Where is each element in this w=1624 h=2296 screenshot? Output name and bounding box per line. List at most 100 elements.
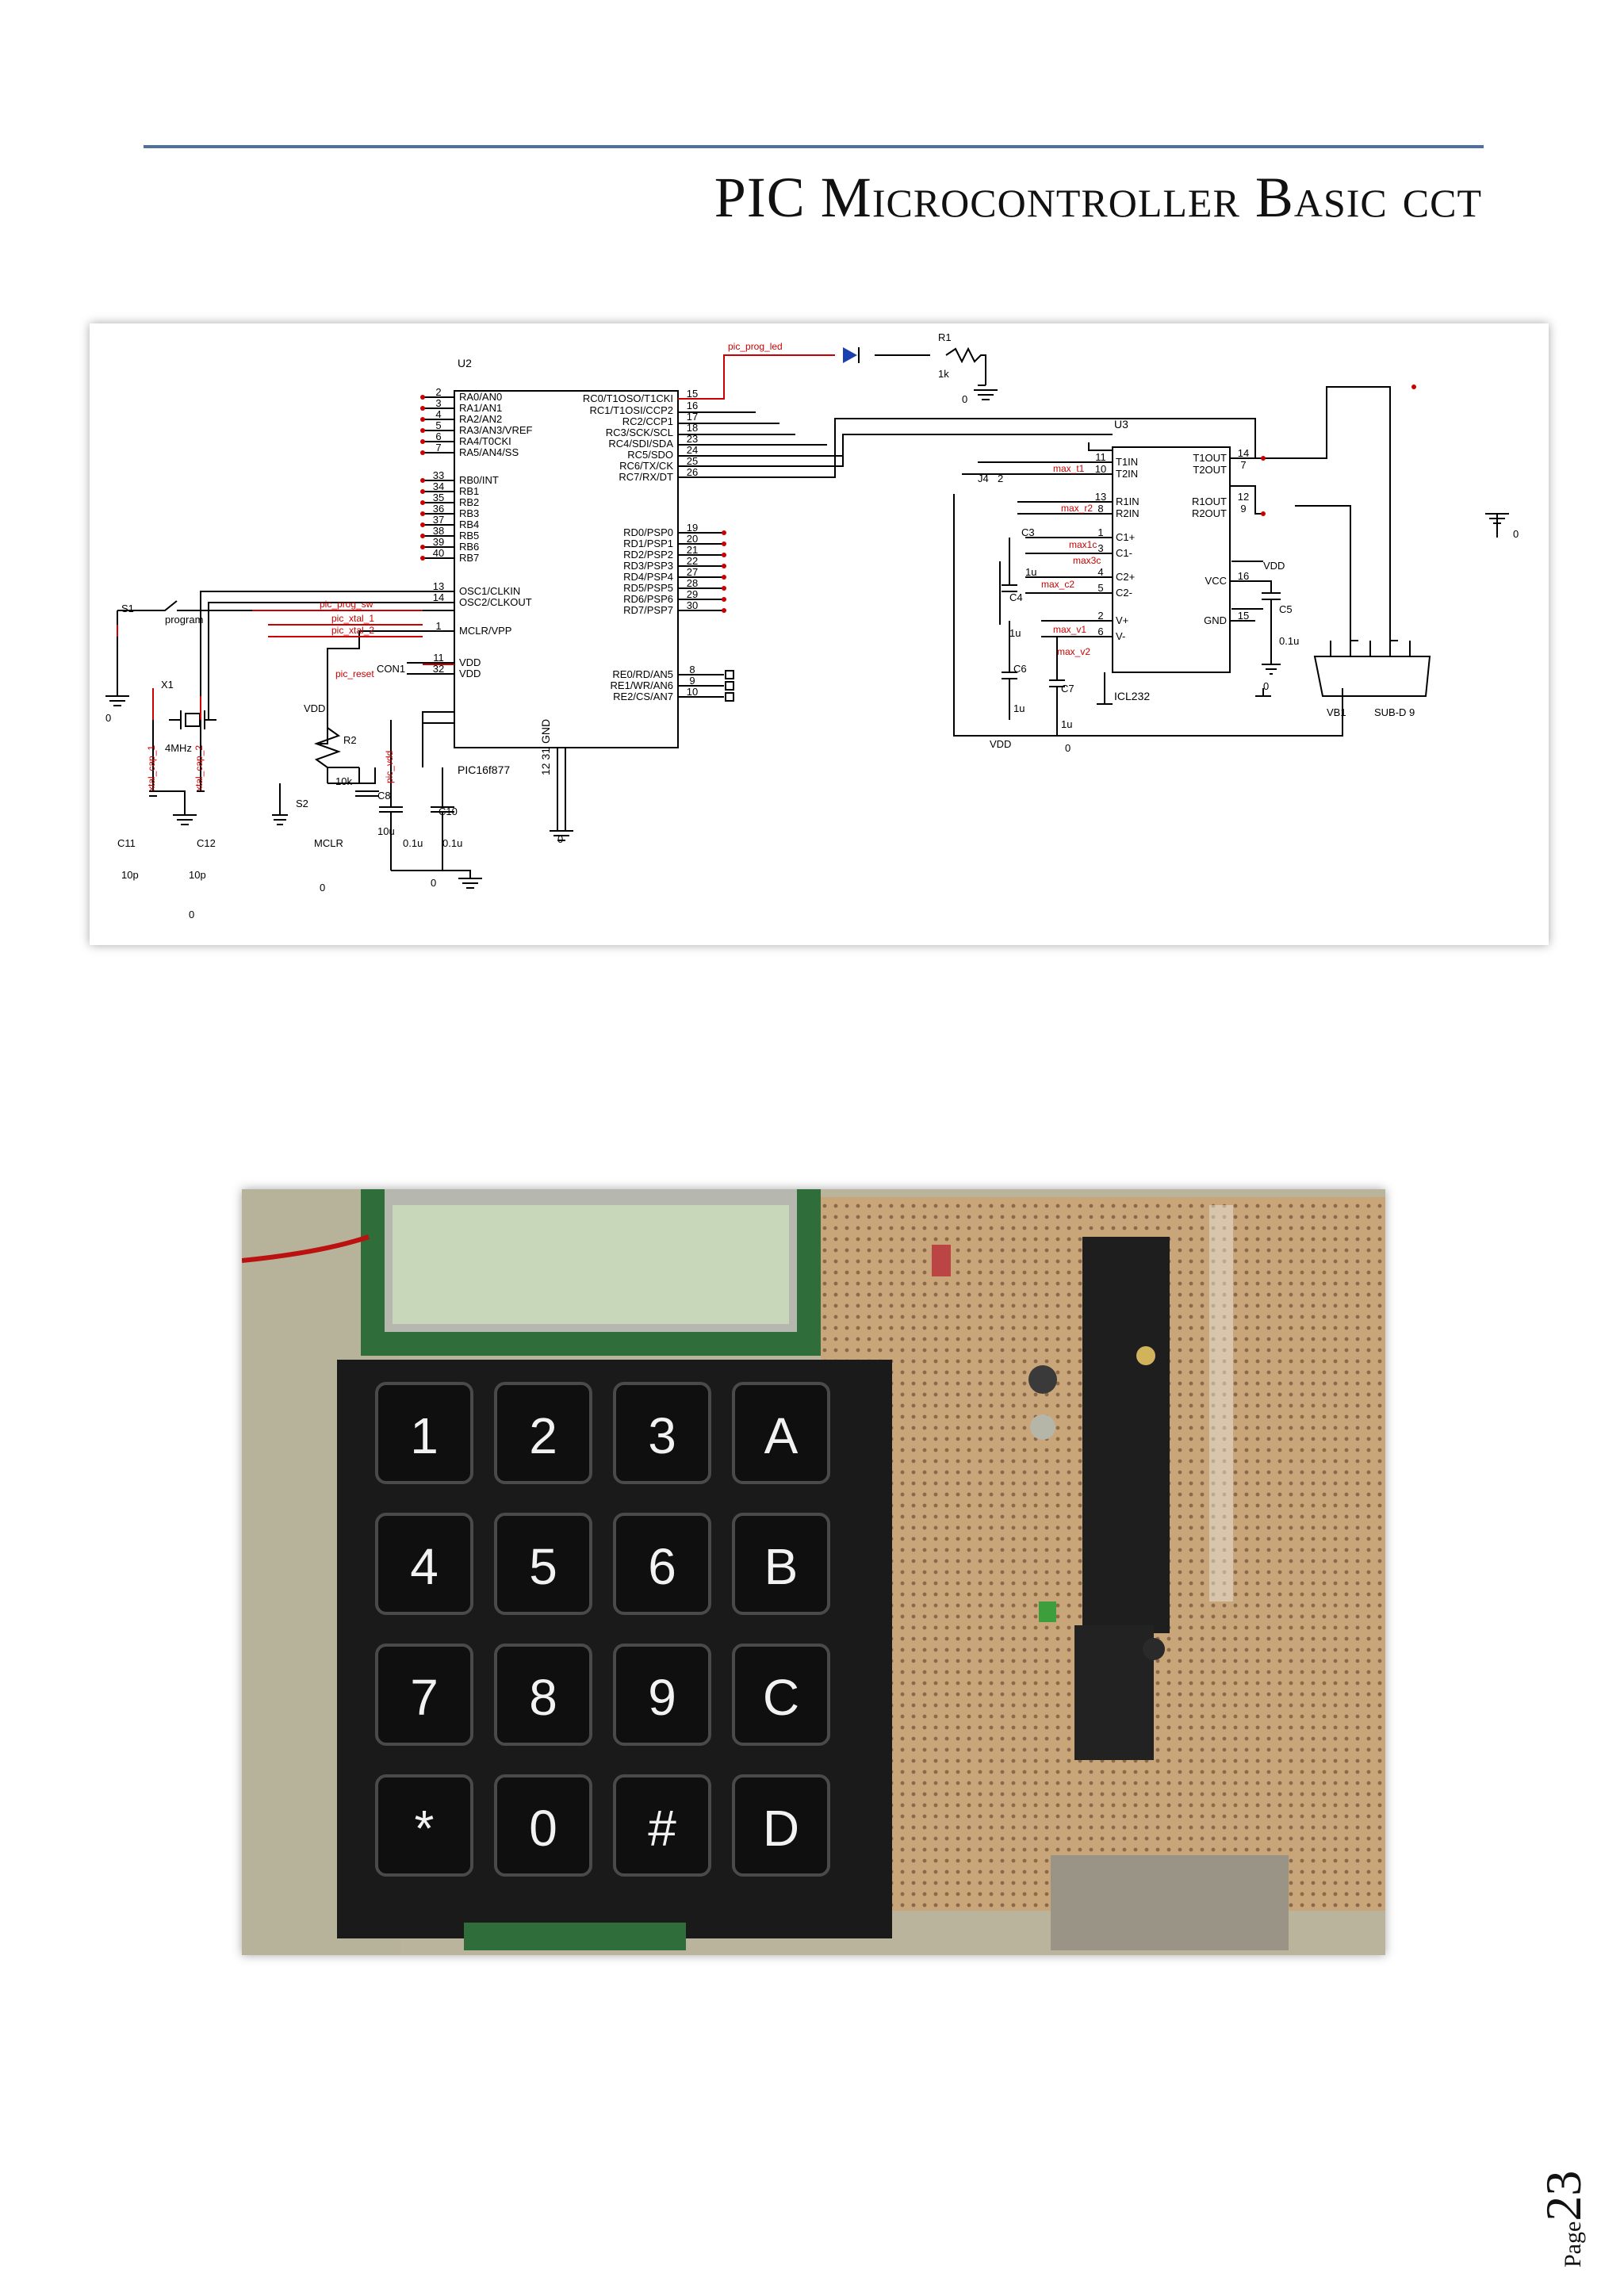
u3-pin-number: 5 <box>1097 582 1103 594</box>
keypad-key <box>375 1774 473 1877</box>
r1-value: 1k <box>938 368 949 380</box>
page-number: Page23 <box>1534 2093 1591 2267</box>
u2-pin-number: 14 <box>433 591 444 603</box>
c5-value: 0.1u <box>1279 635 1299 647</box>
keypad-key <box>732 1382 830 1484</box>
u2-pin-number: 24 <box>687 444 698 456</box>
u2-pin-name: RD5/PSP5 <box>623 582 673 594</box>
net-xcap2: xtal_cap_2 <box>193 745 205 791</box>
u2-pin-number: 3 <box>435 397 441 409</box>
gnd-zero-5: 0 <box>189 909 194 920</box>
u2-pin-number: 20 <box>687 533 698 545</box>
u2-pin-number: 4 <box>435 408 441 420</box>
keypad-key <box>613 1774 711 1877</box>
u2-pin-number: 16 <box>687 400 698 411</box>
u2-pin-name: RB7 <box>459 552 479 564</box>
u3-pin-name: R1IN <box>1116 496 1139 507</box>
c12-value: 10p <box>189 869 206 881</box>
u2-pin-name: OSC2/CLKOUT <box>459 596 532 608</box>
u2-pin-name: OSC1/CLKIN <box>459 585 520 597</box>
led-symbol <box>843 347 860 363</box>
j4-pin: 2 <box>998 473 1003 484</box>
u3-pin-number: 4 <box>1097 566 1103 578</box>
u2-pin-number: 9 <box>689 675 695 687</box>
u2-pin-name: RB5 <box>459 530 479 541</box>
lcd-screen <box>393 1205 789 1324</box>
u3-part-label: ICL232 <box>1114 690 1150 702</box>
u2-pin-number: 23 <box>687 433 698 445</box>
keypad-key <box>494 1644 592 1746</box>
u3-pin-number: 15 <box>1238 610 1249 622</box>
u2-pin-number: 32 <box>433 663 444 675</box>
u2-pin-number: 29 <box>687 588 698 600</box>
u2-pin-name: RB4 <box>459 519 479 530</box>
u2-pin-number: 1 <box>435 620 441 632</box>
x1-value: 4MHz <box>165 742 192 754</box>
net-max-r2: max_r2 <box>1061 503 1093 514</box>
page-digits: 23 <box>1535 2170 1591 2221</box>
u2-pin-name: RB3 <box>459 507 479 519</box>
x1-label: X1 <box>161 679 174 691</box>
keypad-key <box>732 1513 830 1615</box>
u2-pin-number: 39 <box>433 536 444 548</box>
u2-pin-number: 37 <box>433 514 444 526</box>
title-rest: Microcontroller Basic cct <box>820 166 1482 229</box>
u2-pin-number: 33 <box>433 469 444 481</box>
u3-pin-name: C2+ <box>1116 571 1135 583</box>
u3-pin-number: 13 <box>1095 491 1106 503</box>
u2-pin-number: 17 <box>687 411 698 423</box>
keypad-key-label: 5 <box>529 1538 557 1595</box>
u2-pin-name: RA1/AN1 <box>459 402 502 414</box>
keypad-key <box>494 1513 592 1615</box>
keypad-key <box>613 1644 711 1746</box>
u2-pin-name: RD7/PSP7 <box>623 604 673 616</box>
u2-right-pin-labels: 15RC0/T1OSO/T1CKI16RC1/T1OSI/CCP217RC2/C… <box>583 388 698 702</box>
keypad-key-label: # <box>648 1800 676 1857</box>
r2-label: R2 <box>343 734 357 746</box>
net-max1c: max1c <box>1069 539 1097 550</box>
db9-connector <box>1051 1855 1289 1950</box>
gnd-zero-9: 0 <box>1513 528 1519 540</box>
u2-pin-name: RD1/PSP1 <box>623 538 673 549</box>
c8-label: C8 <box>377 790 391 802</box>
u2-pin-name: RA3/AN3/VREF <box>459 424 533 436</box>
u3-pin-name: T1IN <box>1116 456 1138 468</box>
green-led <box>1039 1601 1056 1622</box>
u3-pin-number: 9 <box>1240 503 1246 515</box>
keypad-key <box>494 1382 592 1484</box>
u2-pin-name: RC1/T1OSI/CCP2 <box>590 404 673 416</box>
c3-value: 1u <box>1025 566 1036 578</box>
u2-pin-name: RB6 <box>459 541 479 553</box>
u2-pin-number: 10 <box>687 686 698 698</box>
u3-pin-name: R2IN <box>1116 507 1139 519</box>
keypad-key-label: 6 <box>648 1538 676 1595</box>
u3-pin-number: 3 <box>1097 542 1103 554</box>
net-reset: pic_reset <box>335 668 374 679</box>
u2-pin-number: 11 <box>433 652 444 664</box>
u2-pin-name: RB2 <box>459 496 479 508</box>
vdd-label-2: VDD <box>990 738 1011 750</box>
u2-pin-name: VDD <box>459 668 481 679</box>
u2-pin-number: 8 <box>689 664 695 675</box>
max232-chip <box>1074 1625 1154 1760</box>
vb1-label: VB1 <box>1327 706 1346 718</box>
u2-pin-name: RC2/CCP1 <box>622 415 673 427</box>
keypad-key-label: B <box>764 1538 799 1595</box>
s2-name: MCLR <box>314 837 343 849</box>
net-max3c: max3c <box>1073 555 1101 566</box>
pic-chip <box>1082 1237 1170 1633</box>
net-max-t1: max_t1 <box>1053 463 1085 474</box>
u2-gnd-label: GND <box>539 719 552 744</box>
u3-pin-number: 7 <box>1240 459 1246 471</box>
u2-pin-name: RA4/T0CKI <box>459 435 511 447</box>
u3-pin-name: C1- <box>1116 547 1132 559</box>
u2-pin-number: 21 <box>687 544 698 556</box>
u2-pin-name: RA0/AN0 <box>459 391 502 403</box>
u3-pin-number: 2 <box>1097 610 1103 622</box>
gnd-zero-1: 0 <box>962 393 967 405</box>
keypad-key-label: 0 <box>529 1800 557 1857</box>
